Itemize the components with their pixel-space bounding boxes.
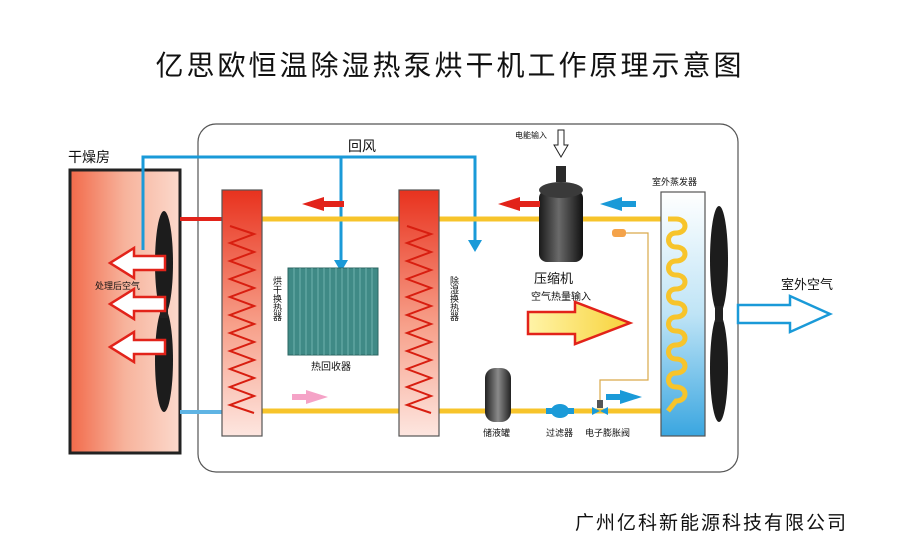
treated-air-label: 处理后空气 (95, 280, 140, 292)
return-air-duct (141, 155, 477, 250)
valve-bypass-line (599, 232, 649, 400)
drying-hx-label: 烘干换热器 (271, 275, 282, 321)
dehumidifying-heat-exchanger (398, 189, 440, 437)
sensor-probe (612, 229, 626, 237)
dehum-hx-label: 除湿换热器 (448, 275, 459, 321)
flow-arrow-top-1 (302, 197, 344, 211)
heat-recovery-label: 热回收器 (311, 360, 351, 373)
outdoor-air-arrow (736, 294, 834, 334)
company-name: 广州亿科新能源科技有限公司 (575, 512, 849, 534)
outdoor-air-label: 室外空气 (781, 277, 833, 293)
treated-air-arrows (107, 245, 167, 365)
return-air-label: 回风 (348, 139, 376, 155)
flow-arrow-bottom-blue (606, 390, 642, 404)
outdoor-evaporator-label: 室外蒸发器 (652, 176, 697, 188)
expansion-valve (592, 400, 608, 415)
page-title: 亿思欧恒温除湿热泵烘干机工作原理示意图 (155, 49, 745, 82)
filter-label: 过滤器 (546, 427, 573, 439)
flow-arrow-top-3b (600, 197, 636, 211)
air-heat-input-arrow (526, 300, 634, 346)
outdoor-fan (710, 206, 728, 422)
power-input-label: 电能输入 (515, 130, 547, 140)
air-heat-input-label: 空气热量输入 (531, 290, 591, 303)
drying-hx-coil (227, 225, 257, 414)
filter (546, 404, 574, 418)
power-input-arrow (553, 129, 569, 158)
heat-recovery-unit (287, 267, 379, 356)
dehum-hx-coil (404, 225, 434, 414)
evaporator-coil (666, 216, 688, 413)
compressor-label: 压缩机 (534, 271, 573, 287)
flow-arrow-top-2 (498, 197, 540, 211)
return-air-arrowhead (468, 240, 482, 252)
drying-room-label: 干燥房 (68, 150, 110, 166)
receiver-tank (485, 368, 511, 422)
compressor (539, 166, 583, 262)
heat-recovery-arrowhead (334, 260, 348, 272)
drying-heat-exchanger (221, 189, 263, 437)
flow-arrow-bottom-pink (292, 390, 328, 404)
receiver-label: 储液罐 (483, 427, 510, 439)
expansion-valve-label: 电子膨胀阀 (585, 427, 630, 439)
machine-enclosure (197, 123, 739, 473)
